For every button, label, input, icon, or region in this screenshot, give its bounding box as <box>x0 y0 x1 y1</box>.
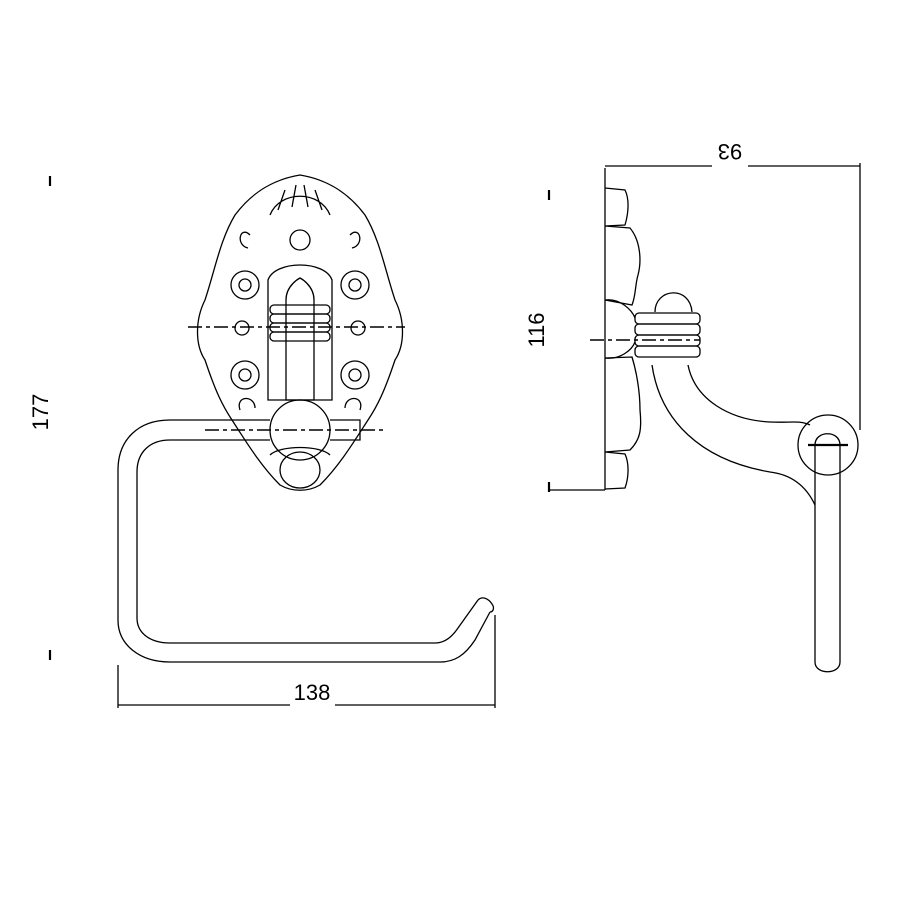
height-dimension: 177 <box>28 176 53 660</box>
width-dimension-label: 138 <box>294 680 331 705</box>
ornamental-backplate <box>188 174 405 491</box>
height-dimension-label: 177 <box>28 394 53 431</box>
arm-profile <box>590 292 859 673</box>
side-view: 93 116 <box>524 139 861 673</box>
paper-holder-bar <box>117 399 495 663</box>
depth-dimension-label: 93 <box>718 139 742 164</box>
depth-dimension: 93 <box>605 139 861 430</box>
front-view: 177 <box>28 174 496 708</box>
backplate-profile <box>604 168 642 490</box>
width-dimension: 138 <box>117 615 496 708</box>
plate-height-dimension: 116 <box>524 190 605 492</box>
plate-height-dimension-label: 116 <box>524 312 549 347</box>
